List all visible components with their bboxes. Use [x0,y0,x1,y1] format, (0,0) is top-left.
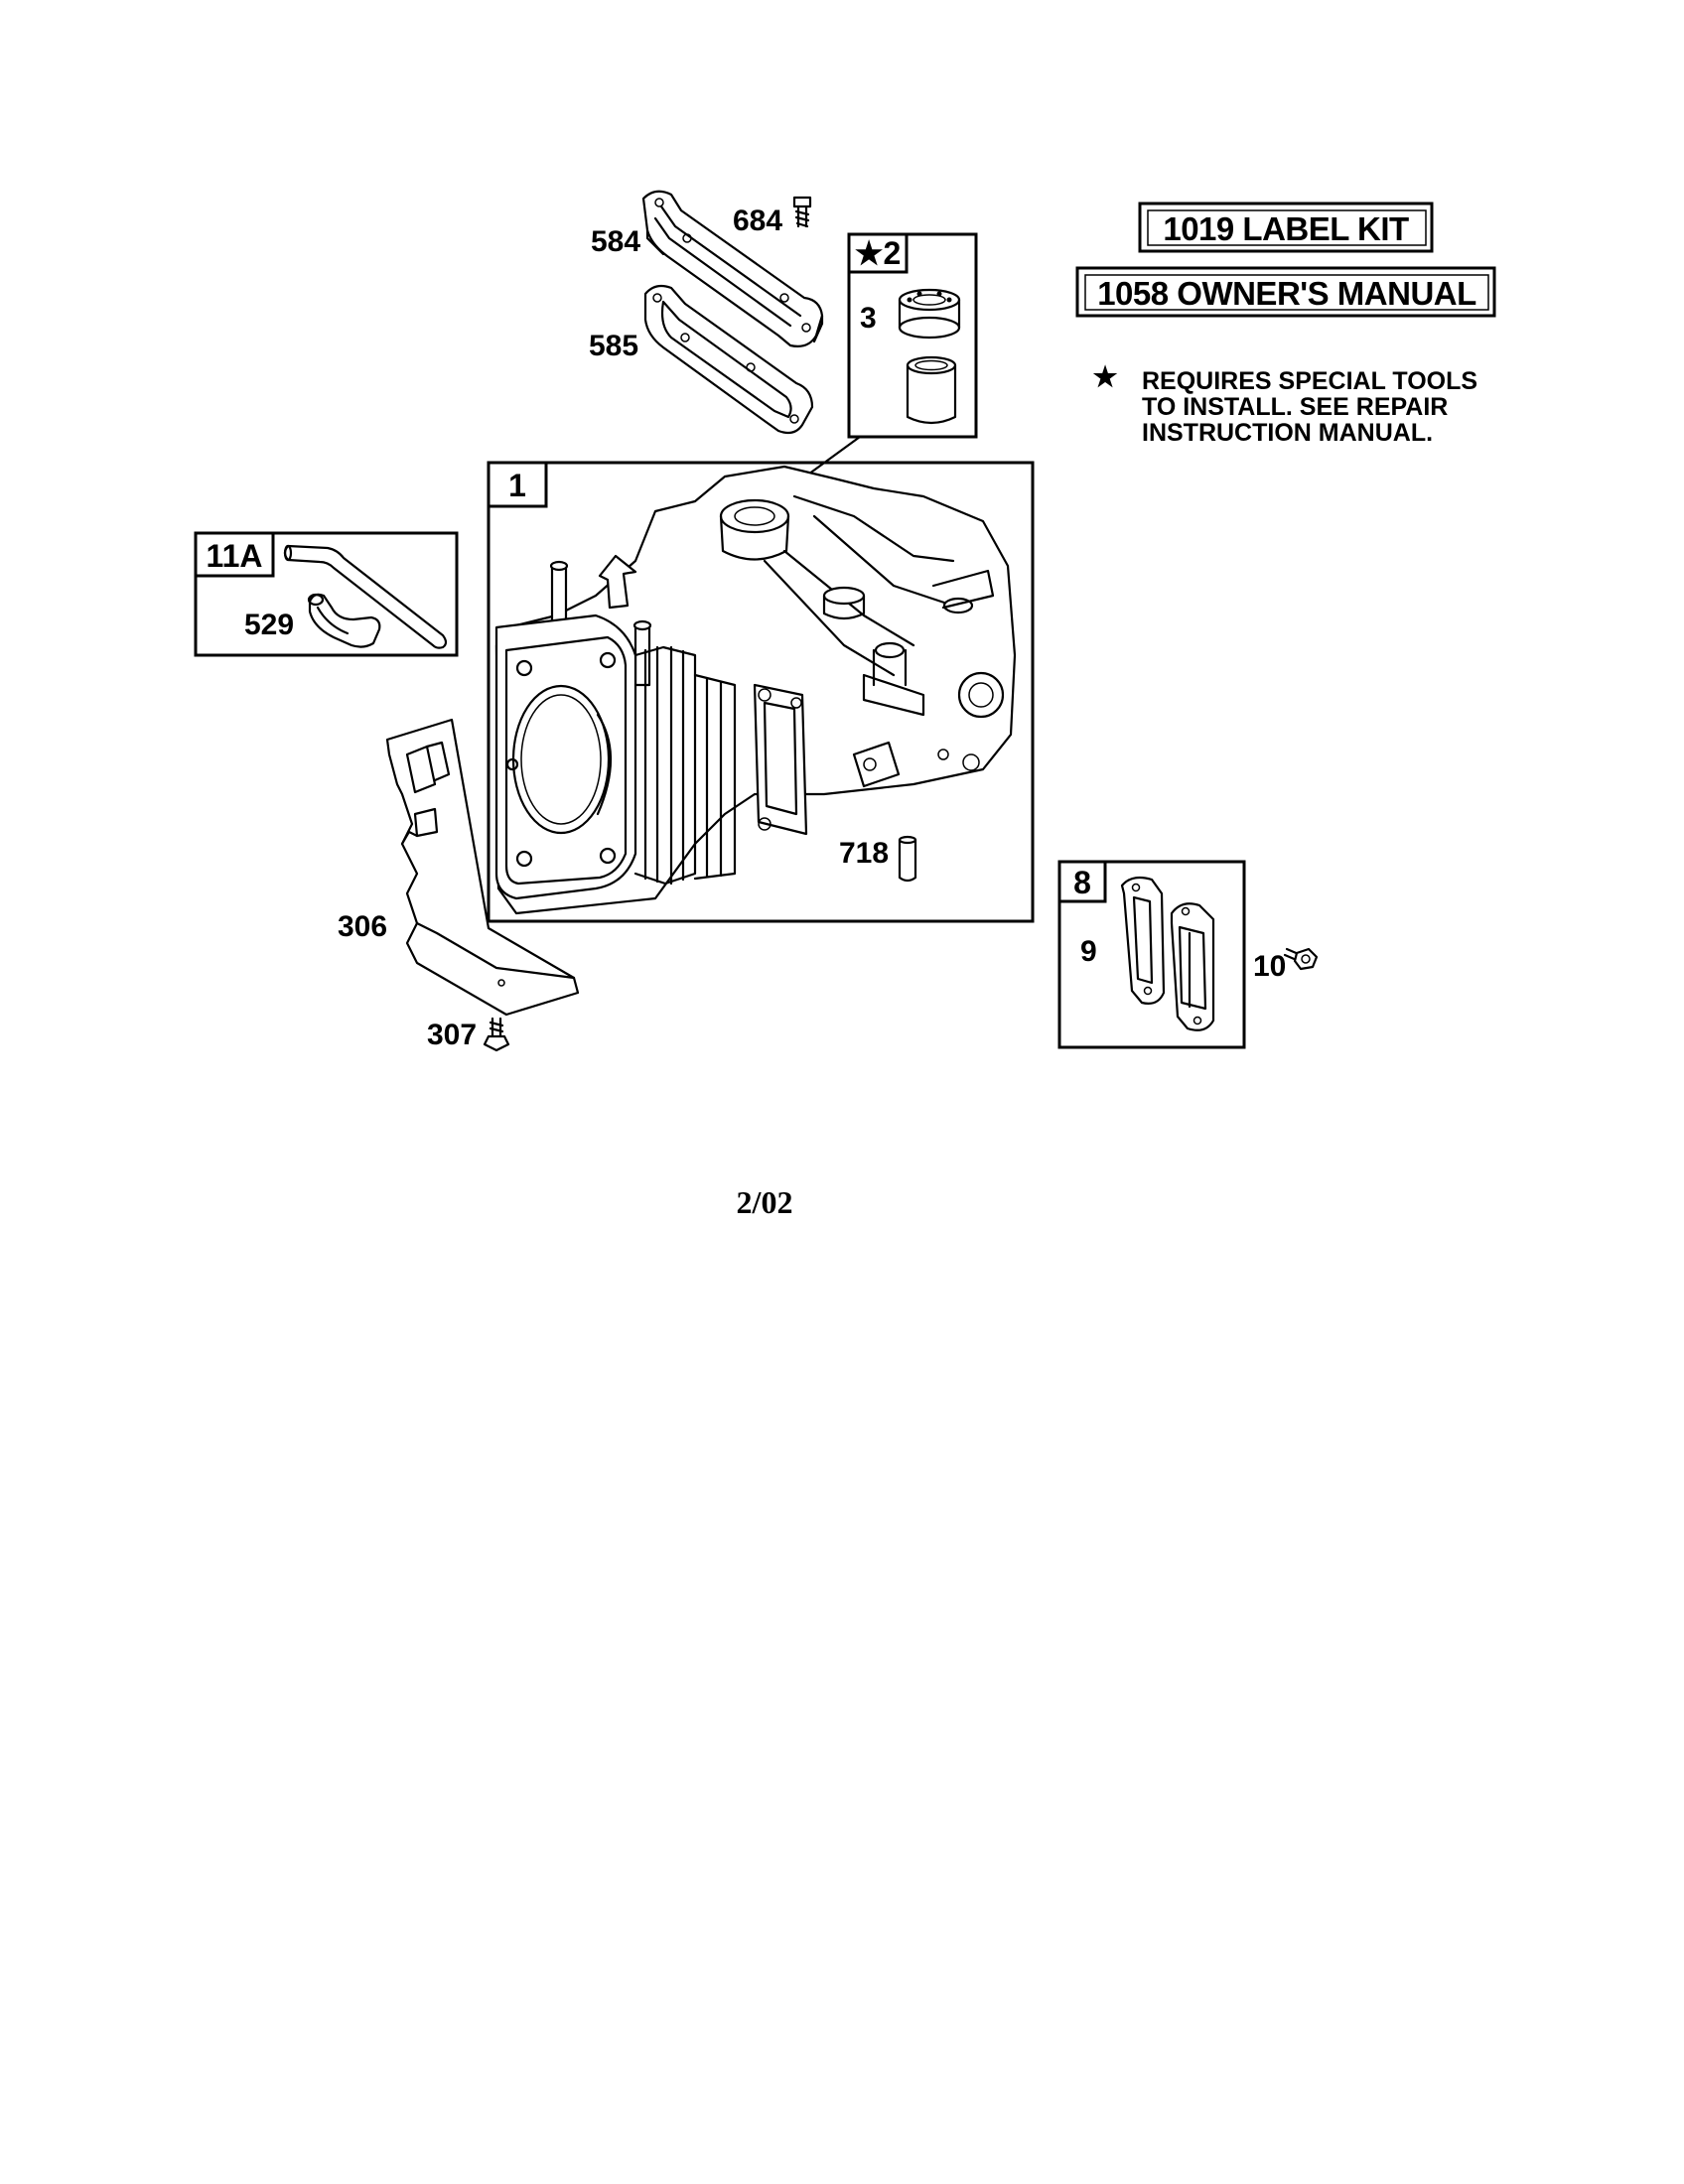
breather-cover-10 [1170,902,1215,1031]
owners-manual-text: 1058 OWNER'S MANUAL [1097,275,1476,312]
breather-gasket-9 [1120,876,1166,1005]
owners-manual-box: 1058 OWNER'S MANUAL [1075,266,1496,318]
hex-bolt-icon [483,1017,510,1052]
bushing-sleeve [906,355,957,425]
label-kit-box: 1019 LABEL KIT [1138,202,1434,253]
box-8-breather-kit: 8 9 [1057,860,1246,1049]
part-label-718: 718 [839,837,889,870]
box-8-label: 8 [1073,865,1091,900]
elbow-hose-529 [307,593,381,648]
screw-icon [792,196,812,228]
part-label-307: 307 [427,1019,477,1051]
part-label-529: 529 [244,609,294,641]
box-2-bushing-kit: ★2 3 [847,232,978,439]
box-1-label: 1 [508,468,526,503]
note-line-2: TO INSTALL. SEE REPAIR [1142,393,1448,421]
part-label-10: 10 [1253,950,1286,983]
air-guide-306 [385,718,580,1017]
box-11a-tube-kit: 11A 529 [194,531,459,657]
seal-ring [898,288,961,340]
part-label-9: 9 [1080,935,1097,968]
note-line-1: REQUIRES SPECIAL TOOLS [1142,367,1477,395]
box-11a-label: 11A [207,538,263,574]
label-kit-text: 1019 LABEL KIT [1163,210,1409,247]
part-label-306: 306 [338,910,387,943]
breather-tube [283,544,448,649]
box-1-cylinder-assembly: 1 [487,461,1035,923]
screw-icon [1283,947,1319,971]
breather-cover-584 [641,190,824,347]
box-2-label: ★2 [855,235,901,271]
special-tools-note: ★ REQUIRES SPECIAL TOOLS TO INSTALL. SEE… [1092,361,1477,447]
note-line-3: INSTRUCTION MANUAL. [1142,419,1433,447]
breather-gasket-585 [643,284,814,435]
diagram-date: 2/02 [737,1184,793,1220]
part-label-3: 3 [860,302,877,335]
dowel-pin-icon [898,835,917,883]
part-label-684: 684 [733,205,782,237]
star-icon: ★ [1092,361,1117,392]
part-label-584: 584 [591,225,640,258]
cylinder-block-drawing [494,465,1017,915]
part-label-585: 585 [589,330,638,362]
